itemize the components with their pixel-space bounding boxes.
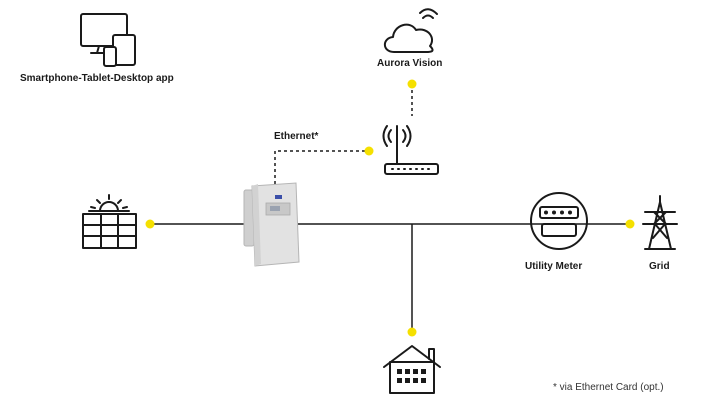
- pylon-icon: [642, 195, 678, 250]
- connector-dot-grid: [625, 219, 635, 229]
- connector-dot-house: [407, 327, 417, 337]
- label-app: Smartphone-Tablet-Desktop app: [20, 73, 174, 84]
- devices-icon: [80, 13, 136, 67]
- label-grid: Grid: [649, 261, 670, 272]
- cloud-wifi-icon: [383, 8, 438, 53]
- connector-dots: [145, 79, 635, 337]
- footnote: * via Ethernet Card (opt.): [553, 382, 664, 393]
- solar-panel-icon: [82, 194, 137, 249]
- router-icon: [382, 125, 439, 175]
- inverter-icon: [243, 182, 300, 267]
- connector-dot-solar: [145, 219, 155, 229]
- label-ethernet: Ethernet*: [274, 131, 319, 142]
- utility-meter-icon: [530, 192, 588, 250]
- connector-dot-cloud: [407, 79, 417, 89]
- connector-dot-router: [364, 146, 374, 156]
- ethernet-line: [274, 150, 369, 190]
- house-icon: [383, 345, 441, 394]
- label-aurora-vision: Aurora Vision: [377, 58, 443, 69]
- label-utility-meter: Utility Meter: [525, 261, 583, 272]
